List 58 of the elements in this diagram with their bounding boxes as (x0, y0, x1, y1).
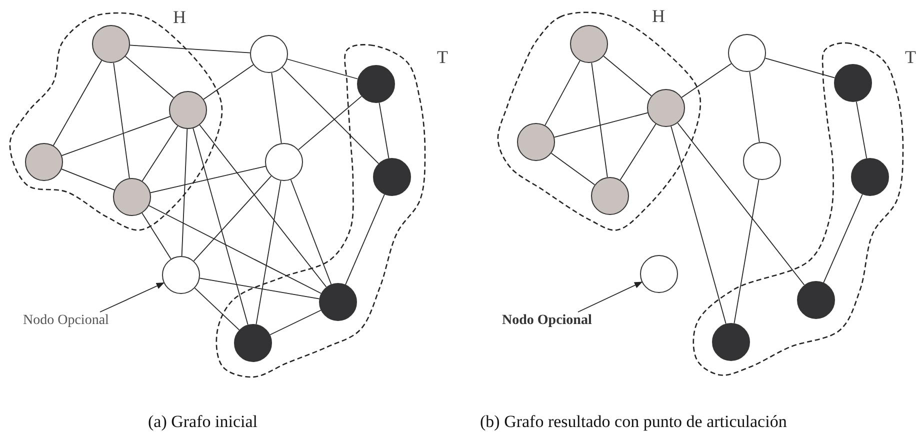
graph-edge (194, 288, 240, 330)
node-annotation: Nodo Opcional (23, 313, 109, 329)
graph-node-circle (373, 158, 411, 196)
graph-edge (378, 102, 390, 159)
graph-edge (181, 128, 188, 256)
graph-edge (61, 168, 115, 190)
graph-edge (270, 310, 322, 336)
graph-edge (52, 60, 102, 146)
graph-edge (61, 116, 171, 156)
graph-edge (130, 44, 250, 54)
graph-edge (113, 62, 130, 179)
graph-edge (203, 64, 254, 100)
graph-node-circle (162, 256, 200, 294)
set-label: T (437, 47, 448, 68)
graph-edge (544, 60, 580, 126)
graph-edge (150, 166, 266, 194)
subfigure-caption: (b) Grafo resultado con punto de articulación (480, 412, 787, 432)
graph-node-circle (570, 25, 608, 63)
arrow (100, 282, 164, 312)
graph-node-circle (265, 143, 303, 181)
graph-edge (142, 126, 178, 182)
graph-edge (298, 96, 362, 150)
graph-edge (591, 62, 608, 178)
graph-edge (199, 278, 320, 300)
graph-node-circle (113, 178, 151, 216)
graph-node-circle (591, 177, 629, 215)
graph-node-circle (234, 324, 272, 362)
graph-edge (345, 194, 385, 285)
graph-edge (193, 176, 272, 262)
graph-node-circle (92, 25, 130, 63)
graph-edge (554, 112, 648, 138)
graph-node-circle (640, 255, 678, 293)
graph-node-circle (319, 283, 357, 321)
graph-edge (271, 72, 282, 144)
graph-edge (256, 180, 282, 325)
graph-edge (192, 128, 248, 326)
graph-edge (620, 124, 656, 180)
graph-edge (282, 66, 380, 164)
arrow (578, 282, 643, 312)
graph-node-circle (357, 65, 395, 103)
graph-edge (199, 124, 327, 288)
graph-edge (290, 179, 332, 285)
set-label: T (905, 47, 916, 68)
graph-edge (286, 58, 358, 80)
graph-node-circle (169, 91, 207, 129)
graph-node-circle (647, 89, 685, 127)
subfigure-caption: (a) Grafo inicial (148, 412, 258, 432)
graph-edge (124, 56, 174, 98)
graph-node-circle (517, 123, 555, 161)
graph-edge (142, 212, 172, 260)
graph-node-circle (250, 35, 288, 73)
set-label: H (173, 7, 186, 28)
set-label: H (652, 6, 665, 27)
graph-edge (148, 205, 322, 294)
graph-edge (603, 56, 652, 96)
node-annotation: Nodo Opcional (502, 313, 592, 329)
graph-edge (550, 152, 596, 186)
graph-node-circle (25, 143, 63, 181)
